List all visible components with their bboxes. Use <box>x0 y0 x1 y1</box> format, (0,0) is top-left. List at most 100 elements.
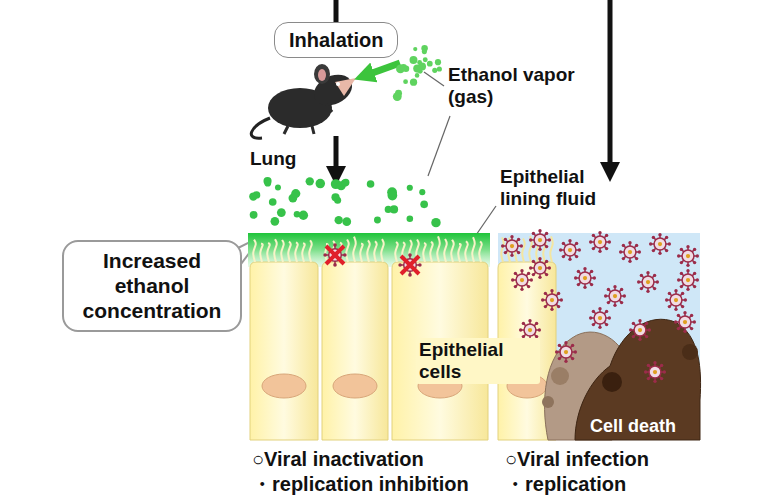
virus-part <box>558 344 561 347</box>
virus-part <box>682 274 694 286</box>
virus-part <box>575 242 578 245</box>
vapor-dots <box>249 177 441 227</box>
virus-part <box>524 324 536 336</box>
virus-part <box>640 287 643 290</box>
virus-part <box>557 292 560 295</box>
virus <box>323 243 346 266</box>
virus-part <box>592 310 595 313</box>
virus-part <box>598 240 602 244</box>
cilium <box>346 240 348 262</box>
virus-part <box>658 233 661 236</box>
virus <box>574 267 596 289</box>
virus-part <box>520 278 524 282</box>
virus-part <box>323 253 327 257</box>
virus-part <box>506 240 518 252</box>
virus-part <box>681 305 684 308</box>
flow-arrow <box>334 136 339 176</box>
virus-part <box>546 294 558 306</box>
virus-part <box>653 380 656 383</box>
virus-part <box>545 245 548 248</box>
infected-tissue <box>498 233 701 440</box>
virus-part <box>504 238 507 241</box>
virus-part <box>681 292 684 295</box>
virus-part <box>649 366 661 378</box>
virus-part <box>613 285 616 288</box>
cilium <box>522 239 524 262</box>
virus-part <box>668 242 671 245</box>
virus-part <box>544 305 547 308</box>
virus-part <box>632 322 635 325</box>
cilium <box>479 241 481 262</box>
virus-part <box>511 278 514 281</box>
virus-part <box>519 328 522 331</box>
virus-part <box>645 322 648 325</box>
vapor-dot <box>275 185 281 191</box>
vapor-dot <box>277 208 286 217</box>
virus-part <box>598 316 602 320</box>
virus-part <box>637 280 640 283</box>
virus-part <box>677 314 680 317</box>
virus-part <box>418 263 422 267</box>
cilium <box>367 240 369 262</box>
node-text: Inhalation <box>289 28 383 52</box>
virus <box>511 269 533 291</box>
mouse-figure <box>251 64 357 138</box>
virus-part <box>589 240 592 243</box>
virus-part <box>653 274 656 277</box>
virus-part <box>527 272 530 275</box>
virus <box>644 361 666 383</box>
virus-part <box>665 249 668 252</box>
virus-part <box>532 260 535 263</box>
infected-tissue-part <box>575 319 701 440</box>
virus-part <box>589 316 592 319</box>
cilium <box>302 243 304 262</box>
virus-part <box>564 360 567 363</box>
virus <box>541 289 563 311</box>
virus-part <box>607 288 610 291</box>
virus-part <box>568 258 571 261</box>
cilium <box>267 243 269 262</box>
virus-part <box>514 272 517 275</box>
virus-part <box>605 323 608 326</box>
cilium <box>465 241 467 262</box>
virus-part <box>517 251 520 254</box>
vapor-dot <box>420 200 428 208</box>
virus-part <box>620 301 623 304</box>
virus-part <box>516 274 528 286</box>
virus-part <box>568 239 571 242</box>
virus-part <box>548 266 551 269</box>
virus-part <box>624 246 636 258</box>
virus-part <box>579 272 591 284</box>
cilium <box>309 240 311 262</box>
virus-part <box>590 270 593 273</box>
virus-part <box>529 238 532 241</box>
cilium <box>274 239 276 262</box>
virus <box>649 233 671 255</box>
cilium <box>381 239 383 262</box>
vapor-dot <box>264 180 271 187</box>
mouse-figure-part <box>284 104 332 134</box>
virus-part <box>658 252 661 255</box>
virus-part <box>640 274 643 277</box>
vapor-dot <box>407 215 414 222</box>
virus-part <box>677 254 680 257</box>
virus-part <box>510 244 514 248</box>
virus-part <box>620 288 623 291</box>
virus-part <box>693 272 696 275</box>
virus-part <box>598 250 601 253</box>
virus-part <box>544 292 547 295</box>
virus <box>589 231 611 253</box>
virus-part <box>628 241 631 244</box>
vapor-dot <box>249 192 257 200</box>
virus-part <box>647 364 650 367</box>
mouse-figure-part <box>318 69 326 81</box>
cilium <box>353 237 355 262</box>
result-label: ○Viral inactivation <box>252 448 424 471</box>
infected-tissue-part <box>602 372 622 392</box>
virus-part <box>607 301 610 304</box>
virus-part <box>622 257 625 260</box>
virus-part <box>693 285 696 288</box>
virus-part <box>628 250 632 254</box>
virus <box>677 269 699 291</box>
virus-part <box>510 254 513 257</box>
